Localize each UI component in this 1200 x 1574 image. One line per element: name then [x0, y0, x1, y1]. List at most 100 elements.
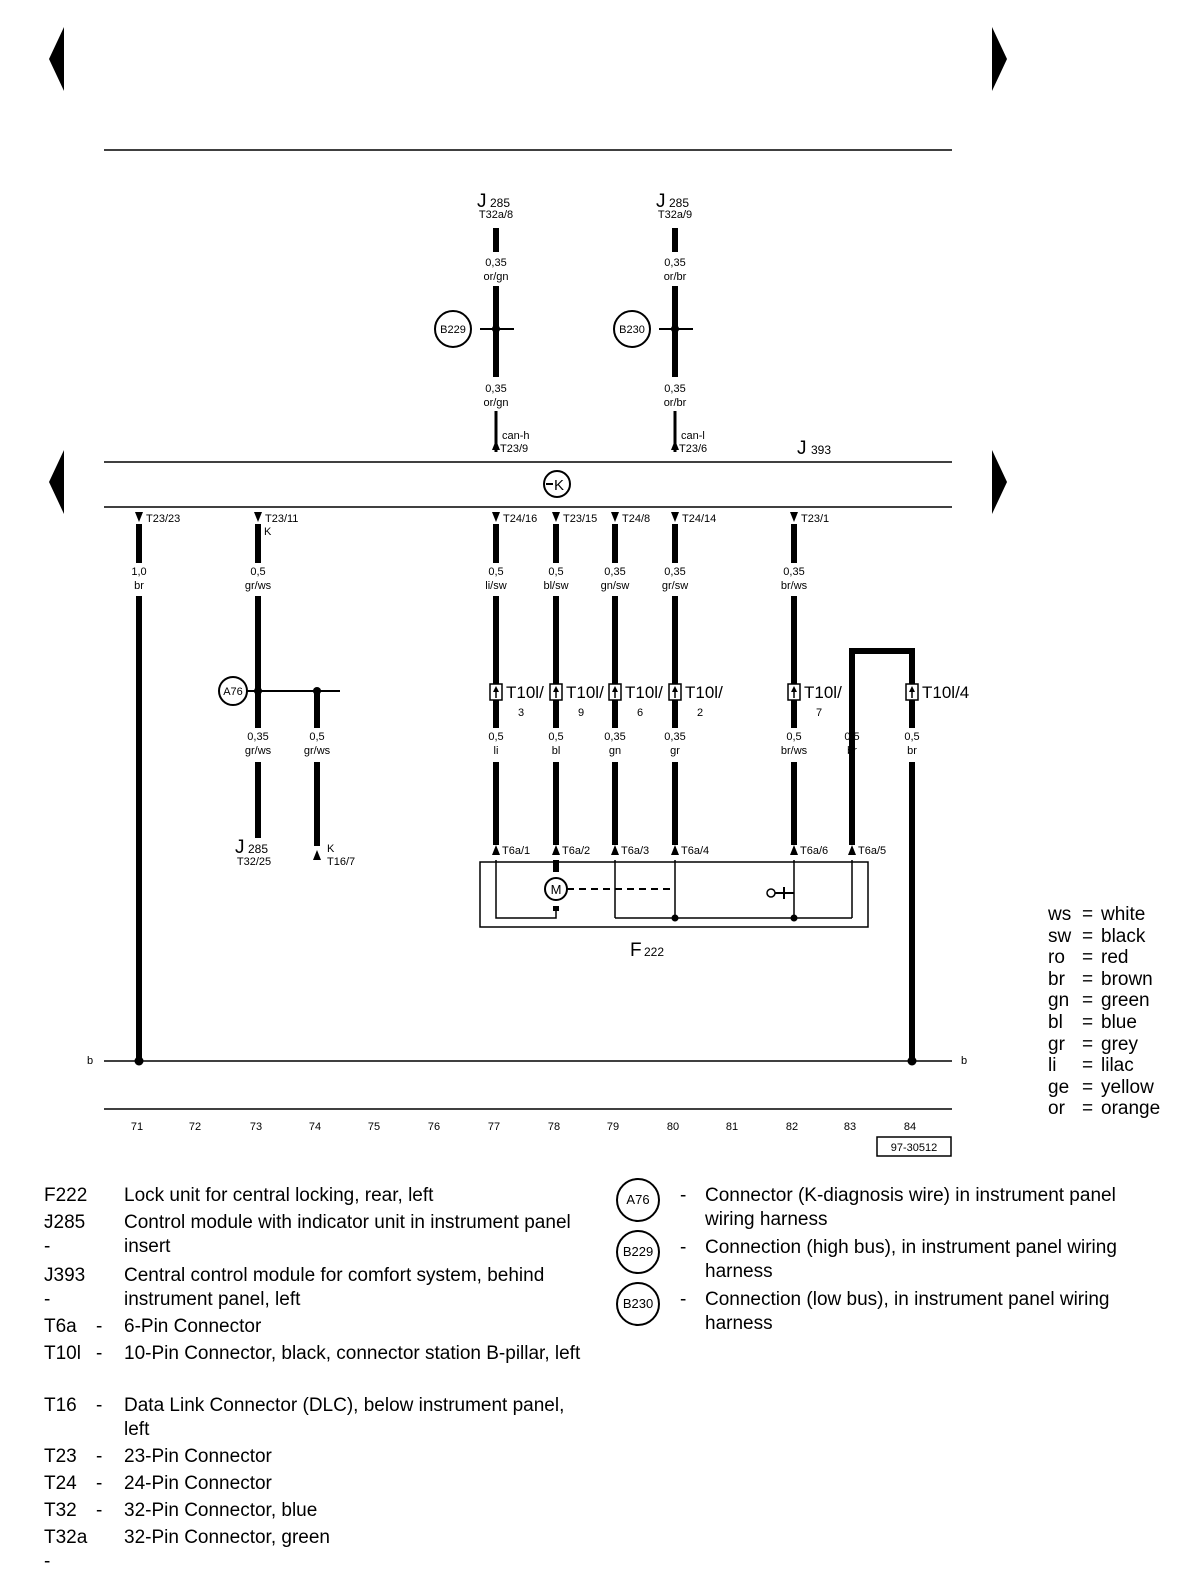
svg-text:0,35: 0,35 — [664, 257, 685, 269]
color-name: grey — [1101, 1033, 1138, 1055]
pin-arrow — [611, 845, 619, 855]
track-number: 81 — [726, 1121, 738, 1133]
track-number: 77 — [488, 1121, 500, 1133]
track-number: 76 — [428, 1121, 440, 1133]
equals-sign: = — [1082, 925, 1094, 947]
color-key-row: li=lilac — [1048, 1055, 1178, 1077]
t10l-pin: 9 — [578, 707, 584, 719]
svg-text:97-30512: 97-30512 — [891, 1142, 938, 1154]
page-prev-arrow-icon[interactable] — [49, 27, 64, 91]
br-loop-wire — [849, 648, 915, 843]
color-name: lilac — [1101, 1055, 1134, 1077]
color-abbr: ge — [1048, 1076, 1070, 1098]
legend-dash: - — [96, 1343, 103, 1364]
legend-description: 23-Pin Connector — [124, 1446, 272, 1467]
connector-circle-icon: A76 — [616, 1178, 660, 1222]
t10l-pin: 6 — [637, 707, 643, 719]
color-key-row: bl=blue — [1048, 1012, 1178, 1034]
wire-color-label: gn/sw — [601, 580, 630, 592]
legend-dash: - — [96, 1316, 103, 1337]
track-number: 79 — [607, 1121, 619, 1133]
j393-label: J 393 — [797, 438, 831, 459]
svg-text:0,35: 0,35 — [247, 731, 268, 743]
color-key-row: or=orange — [1048, 1098, 1178, 1120]
ground-label-right: b — [961, 1055, 967, 1067]
connector-description: Connection (high bus), in instrument pan… — [705, 1237, 1117, 1282]
legend-description: 24-Pin Connector — [124, 1473, 272, 1494]
svg-text:or/br: or/br — [664, 397, 687, 409]
legend-description: 10-Pin Connector, black, connector stati… — [124, 1343, 581, 1364]
can-low-wire: 0,35 or/br 0,35 or/br can-l T23/6 — [659, 228, 707, 455]
svg-text:T16/7: T16/7 — [327, 856, 355, 868]
right-arrow-icon[interactable] — [992, 450, 1007, 514]
color-key-row: sw=black — [1048, 926, 1178, 948]
legend-code: T32 — [44, 1500, 77, 1521]
legend-code: T23 — [44, 1446, 77, 1467]
t6a-pin-label: T6a/6 — [800, 845, 828, 857]
connector-circle-icon: B229 — [616, 1230, 660, 1274]
color-abbr: ws — [1048, 904, 1072, 925]
legend-dash: - — [680, 1289, 687, 1310]
wire-size-label: 0,5 — [786, 731, 801, 743]
control-module-icon: K — [543, 470, 571, 498]
equals-sign: = — [1082, 1076, 1094, 1098]
color-abbr: br — [1048, 968, 1065, 990]
pin-arrow — [909, 686, 915, 692]
color-name: white — [1101, 904, 1146, 925]
track-number: 84 — [904, 1121, 916, 1133]
j393-pin-label: T23/11 — [265, 513, 298, 525]
j393-pin-label: T23/1 — [801, 513, 829, 525]
wire-size-label: 0,35 — [664, 731, 685, 743]
track-number: 80 — [667, 1121, 679, 1133]
t10l-label: T10l/ — [625, 683, 663, 702]
t10l-label: T10l/ — [506, 683, 544, 702]
color-name: green — [1101, 990, 1150, 1012]
legend-dash: - — [96, 1446, 103, 1467]
color-name: red — [1101, 947, 1129, 969]
track-number: 74 — [309, 1121, 321, 1133]
k-t16-label: K T16/7 — [313, 843, 355, 868]
t10l-label: T10l/ — [566, 683, 604, 702]
motor-icon: M — [551, 882, 562, 897]
equals-sign: = — [1082, 1033, 1094, 1055]
pin-arrow — [671, 845, 679, 855]
legend-dash: - — [680, 1185, 687, 1206]
svg-text:can-h: can-h — [502, 430, 530, 442]
track-number: 73 — [250, 1121, 262, 1133]
svg-text:J: J — [235, 837, 245, 858]
svg-text:T23/6: T23/6 — [679, 443, 707, 455]
legend-description: 32-Pin Connector, blue — [124, 1500, 318, 1521]
legend-code: T32a - — [44, 1527, 88, 1572]
a76-splice: A76 0,35 gr/ws 0,5 gr/ws — [218, 676, 340, 757]
color-name: brown — [1101, 968, 1153, 990]
t10l-label: T10l/ — [804, 683, 842, 702]
equals-sign: = — [1082, 904, 1094, 925]
wire-color-label: li — [494, 745, 499, 757]
wire-color-label: br — [907, 745, 917, 757]
left-arrow-icon[interactable] — [49, 450, 64, 514]
wire-size-label: 0,5 — [250, 566, 265, 578]
legend-dash: - — [96, 1395, 103, 1416]
pin-arrow — [790, 512, 798, 522]
pin-arrow — [135, 512, 143, 522]
pin-arrow — [672, 686, 678, 692]
color-abbr: sw — [1048, 925, 1072, 947]
wire-size-label: 0,5 — [488, 566, 503, 578]
legend-code: T6a — [44, 1316, 77, 1337]
color-key-row: ro=red — [1048, 947, 1178, 969]
f222-lock-unit: M — [479, 860, 869, 928]
legend-code: T16 — [44, 1395, 77, 1416]
pin-arrow — [254, 512, 262, 522]
wire-color-label: bl — [552, 745, 561, 757]
wiring-diagram: J 285 T32a/8 J 285 T32a/9 0,35 or/gn 0,3… — [49, 27, 1007, 1157]
color-abbr: or — [1048, 1098, 1065, 1120]
color-key-row: ge=yellow — [1048, 1077, 1178, 1099]
b229-connector: B229 — [434, 310, 472, 348]
svg-text:T23/9: T23/9 — [500, 443, 528, 455]
wire-color-label: br — [134, 580, 144, 592]
track-number: 78 — [548, 1121, 560, 1133]
pin-arrow — [848, 845, 856, 855]
page-next-arrow-icon[interactable] — [992, 27, 1007, 91]
equals-sign: = — [1082, 1098, 1094, 1120]
